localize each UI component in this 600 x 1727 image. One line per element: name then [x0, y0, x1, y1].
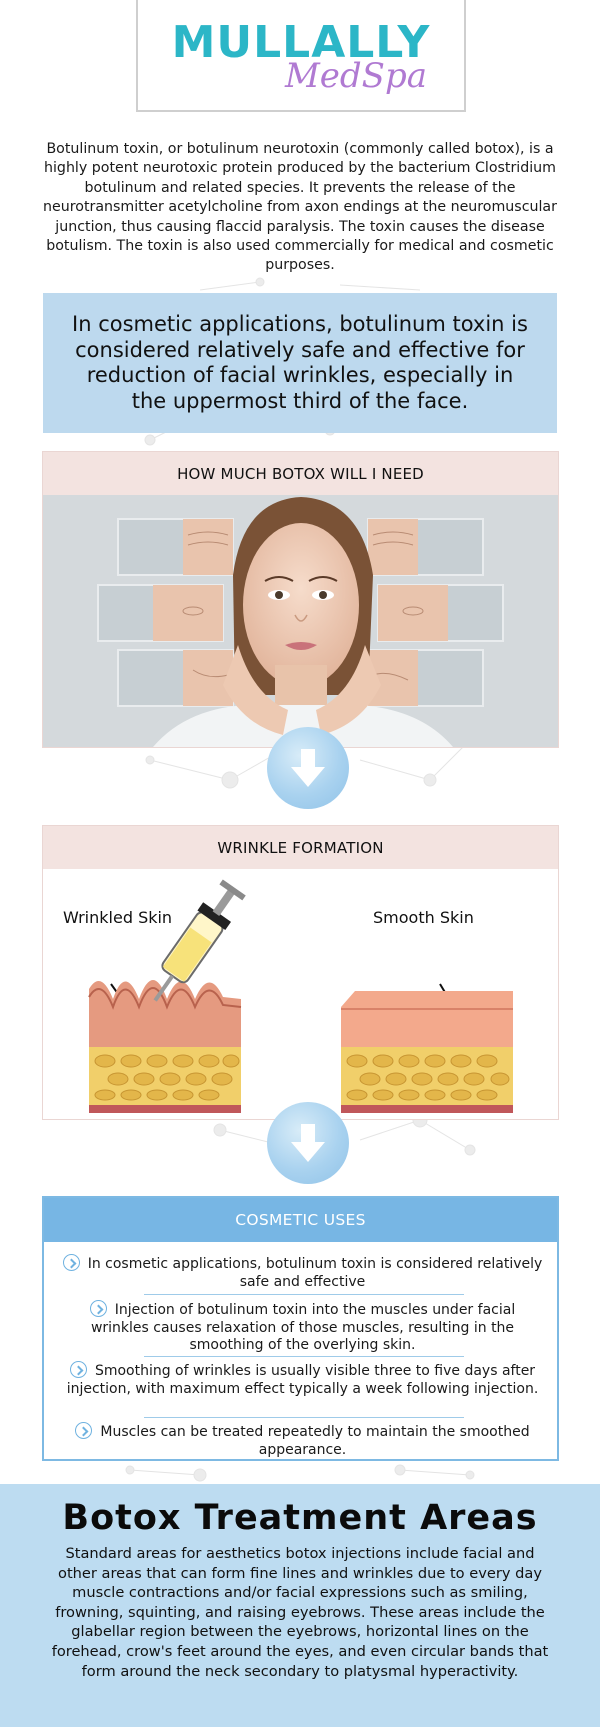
treatment-areas-title: Botox Treatment Areas — [62, 1498, 538, 1538]
divider — [144, 1417, 464, 1418]
callout-box: In cosmetic applications, botulinum toxi… — [43, 293, 557, 433]
logo-brand: MULLALLY — [171, 17, 431, 68]
intro-paragraph: Botulinum toxin, or botulinum neurotoxin… — [43, 141, 557, 274]
chevron-right-icon — [89, 1300, 107, 1317]
face-photo-graphic — [43, 495, 558, 747]
chevron-right-icon — [75, 1422, 93, 1439]
treatment-areas-text: Standard areas for aesthetics botox inje… — [51, 1545, 549, 1680]
botox-amount-title: HOW MUCH BOTOX WILL I NEED — [43, 452, 558, 495]
arrow-down-glyph — [291, 749, 325, 787]
down-arrow-icon — [267, 727, 349, 809]
cosmetic-uses-title: COSMETIC USES — [44, 1198, 557, 1242]
logo: MULLALLY MedSpa — [136, 0, 466, 112]
wrinkle-formation-title: WRINKLE FORMATION — [43, 826, 558, 869]
cosmetic-use-item: Smoothing of wrinkles is usually visible… — [66, 1361, 539, 1397]
down-arrow-icon — [267, 1102, 349, 1184]
cosmetic-uses-panel: COSMETIC USES In cosmetic applications, … — [42, 1196, 559, 1461]
cosmetic-use-item: In cosmetic applications, botulinum toxi… — [62, 1254, 543, 1291]
botox-amount-panel: HOW MUCH BOTOX WILL I NEED — [42, 451, 559, 748]
divider — [144, 1294, 464, 1295]
callout-text: In cosmetic applications, botulinum toxi… — [72, 312, 528, 413]
face-illustration — [43, 495, 558, 747]
chevron-right-icon — [62, 1254, 80, 1271]
treatment-areas-section: Botox Treatment Areas Standard areas for… — [0, 1484, 600, 1727]
logo-sub: MedSpa — [284, 56, 428, 96]
wrinkle-formation-panel: WRINKLE FORMATION Wrinkled Skin Smooth S… — [42, 825, 559, 1120]
divider — [144, 1356, 464, 1357]
chevron-right-icon — [69, 1361, 87, 1378]
cosmetic-use-item: Muscles can be treated repeatedly to mai… — [62, 1422, 543, 1459]
wrinkled-skin-label: Wrinkled Skin — [63, 908, 173, 927]
smooth-skin-label: Smooth Skin — [373, 908, 474, 927]
arrow-down-glyph — [291, 1124, 325, 1162]
cosmetic-use-item: Injection of botulinum toxin into the mu… — [89, 1300, 516, 1353]
skin-layers-graphic — [88, 879, 513, 1113]
